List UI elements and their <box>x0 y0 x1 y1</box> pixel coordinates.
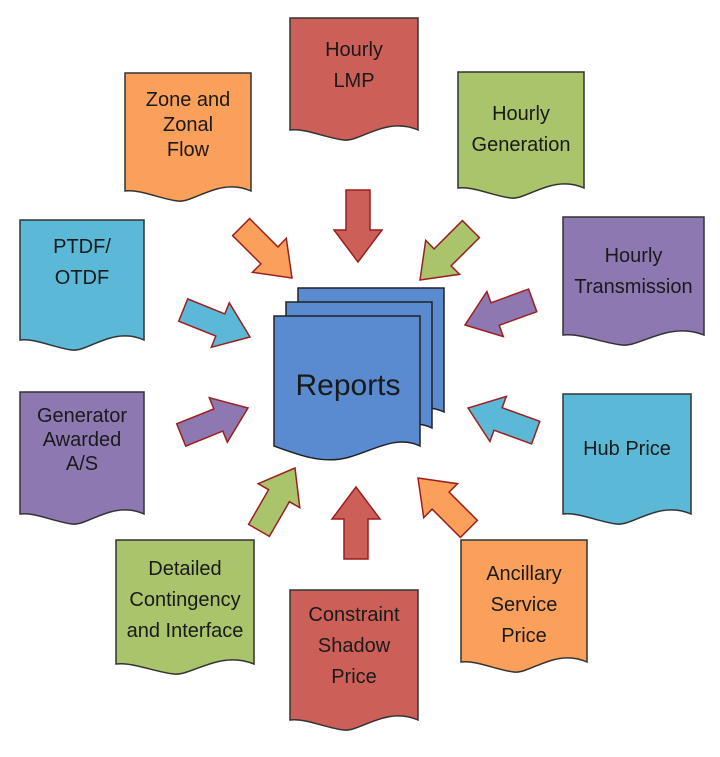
document-label-line: Generator <box>37 405 127 427</box>
flow-arrows <box>175 189 541 560</box>
document-label: Hub Price <box>583 438 671 460</box>
document-label-line: Hourly <box>605 245 663 267</box>
arrow-from-hub-price <box>466 395 541 445</box>
document-label-line: Transmission <box>574 276 692 298</box>
document-label: PTDF/OTDF <box>53 236 111 289</box>
document-label-line: Price <box>331 666 377 688</box>
document-shape <box>115 539 255 675</box>
document-shape <box>562 216 705 346</box>
document-label-line: Price <box>501 625 547 647</box>
document-label-line: and Interface <box>127 620 244 642</box>
reports-stack: Reports <box>273 287 445 461</box>
arrow-from-hourly-transmission <box>463 288 538 338</box>
arrow-from-hourly-lmp <box>332 189 384 264</box>
document-label-line: Generation <box>472 134 571 156</box>
document-label-line: A/S <box>66 453 98 475</box>
document-label-line: Detailed <box>148 558 221 580</box>
arrow-from-constraint-shadow-price <box>330 485 382 560</box>
document-shape <box>289 17 419 141</box>
document-shape <box>562 393 692 525</box>
document-shape <box>289 589 419 731</box>
arrow-from-generator-awarded-as <box>175 396 250 448</box>
document-hub-price: Hub Price <box>562 393 692 525</box>
arrow-from-zone-and-zonal-flow <box>231 217 293 279</box>
document-shape <box>19 219 145 351</box>
arrow-from-ancillary-service-price <box>417 477 479 539</box>
document-label-line: Flow <box>167 139 210 161</box>
document-label-line: Zonal <box>163 114 213 136</box>
arrow-from-ptdf-otdf <box>177 297 252 349</box>
document-label-line: Contingency <box>129 589 240 611</box>
document-label-line: LMP <box>333 70 374 92</box>
document-label-line: Shadow <box>318 635 391 657</box>
document-shape <box>19 391 145 525</box>
document-label-line: OTDF <box>55 267 109 289</box>
document-label-line: PTDF/ <box>53 236 111 258</box>
document-label-line: Constraint <box>308 604 400 626</box>
document-shape <box>457 71 585 199</box>
document-shape <box>124 72 252 202</box>
reports-label: Reports <box>295 369 400 402</box>
document-label-line: Awarded <box>43 429 122 451</box>
arrow-from-hourly-generation <box>419 219 481 281</box>
reports-front-page <box>273 315 421 461</box>
document-label-line: Service <box>491 594 558 616</box>
document-ptdf-otdf: PTDF/OTDF <box>19 219 145 351</box>
document-label-line: Hourly <box>325 39 383 61</box>
document-shape <box>460 539 588 673</box>
document-label-line: Ancillary <box>486 563 562 585</box>
arrow-from-detailed-contingency <box>247 466 301 538</box>
document-label-line: Hub Price <box>583 438 671 460</box>
document-label-line: Hourly <box>492 103 550 125</box>
document-label-line: Zone and <box>146 89 231 111</box>
